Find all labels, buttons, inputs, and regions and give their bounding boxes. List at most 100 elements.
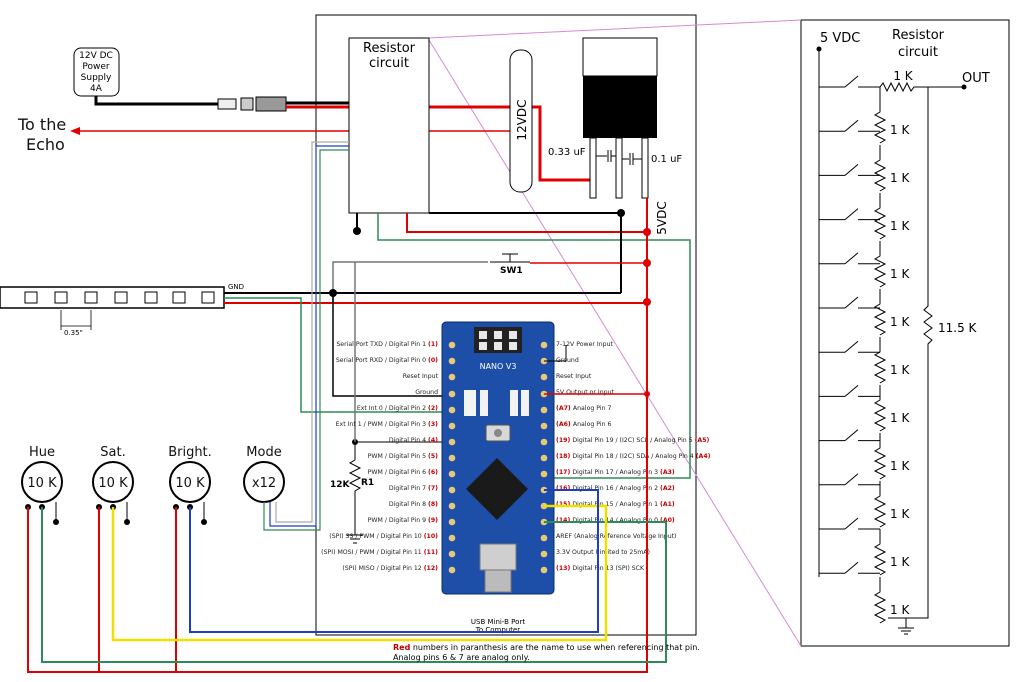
left-pin-label: Ext Int 1 / PWM / Digital Pin 3 (3) [336,421,439,428]
r1-zigzag [348,459,362,535]
junction [644,391,650,397]
pin-pad [448,373,456,381]
left-pin-label: Ground [415,389,438,396]
pin-tail: (A4) [696,453,711,460]
regulator-pin-gnd [615,137,623,199]
pot-bright-title: Bright. [168,445,212,460]
right-pin-label: (13) Digital Pin 13 (SPI) SCK [556,565,645,572]
power-supply-line4: 4A [90,84,103,94]
pin-text: Digital Pin 8 [389,501,428,508]
echo-arrow [70,127,80,135]
ladder: 1 K1 K1 K1 K1 K1 K1 K1 K1 K1 K1 K [819,75,910,625]
left-pin-label: Digital Pin 7 (7) [389,485,438,492]
right-pin-label: 5V Output or Input [556,389,614,396]
pin-text: Digital Pin 13 [572,565,615,572]
wire-mode-1 [263,149,349,531]
ladder-resistor [873,108,887,144]
resistor-title-2: circuit [369,56,409,71]
pin-number: (11) [424,549,438,556]
detail-title-1: Resistor [892,28,945,43]
board-name: NANO V3 [480,362,517,371]
pin-tail: (A3) [660,469,675,476]
pin-text: PWM / Digital Pin 9 [368,517,428,524]
pin-pad [448,566,456,574]
pin-pad [448,470,456,478]
reset-button-knob [494,429,502,437]
detail-panel [800,19,1010,647]
strip-spacing-label: 0.35" [64,329,83,337]
ladder-resistor-label: 1 K [890,363,910,377]
right-pin-label: Reset Input [556,373,592,380]
led-strip-leds [24,291,215,304]
pin-text: PWM / Digital Pin 5 [368,453,428,460]
regulator-pin-in [589,137,597,199]
ladder-resistor [873,204,887,240]
pin-text: Digital Pin 16 / Analog Pin 2 [572,485,660,492]
wire-resistor-5v [406,213,647,233]
led-pixel [54,291,68,304]
pin-text: Digital Pin 14 / Analog Pin 0 [572,517,660,524]
right-pin-label: 7-12V Power Input [556,341,614,348]
strip-gnd-label: GND [228,283,244,291]
pin-pad [448,422,456,430]
right-pin-label: (15) Digital Pin 15 / Analog Pin 1 (A1) [556,501,675,508]
series-resistor-label: 1 K [893,69,913,83]
junction [353,227,361,235]
junction [617,209,625,217]
ladder-resistor [873,588,887,624]
pin-text: Ext Int 1 / PWM / Digital Pin 3 [336,421,428,428]
ladder-resistor [873,348,887,384]
pin-pad [540,406,548,414]
pin-number: (A7) [556,405,573,412]
ladder-resistor [873,156,887,192]
cap2-label: 0.1 uF [651,154,682,165]
icsp-pin [509,342,517,350]
pin-pad [540,341,548,349]
right-pin-label: (16) Digital Pin 16 / Analog Pin 2 (A2) [556,485,675,492]
pin-number: (1) [428,341,438,348]
wire-mode-2 [269,145,349,527]
psu-cable [94,96,218,106]
pot-legs [25,504,207,525]
regulator-pin-out [641,137,649,199]
barrel-jack [240,97,254,111]
pin-number: (13) [556,565,572,572]
switch-contact [844,561,859,574]
pin-text: Serial Port TXD / Digital Pin 1 [336,341,428,348]
pin-number: (12) [424,565,438,572]
wire-gnd-right [544,345,567,362]
ladder-resistor-label: 1 K [890,507,910,521]
pin-pad [448,438,456,446]
left-pin-label: Serial Port RXD / Digital Pin 0 (0) [336,357,438,364]
pin-text: Analog Pin 7 [573,405,612,412]
left-pin-label: Serial Port TXD / Digital Pin 1 (1) [336,341,438,348]
pin-text: Analog Pin 6 [573,421,612,428]
pot-hue-value: 10 K [27,476,57,491]
right-pin-label: Ground [556,357,579,364]
pin-pad [540,373,548,381]
pin-pad [448,518,456,526]
wire-switch-in [332,261,488,302]
led-pixel [114,291,128,304]
pin-number: (6) [428,469,438,476]
led-pixel [201,291,215,304]
switch-contact [844,473,859,486]
pin-text: Digital Pin 17 / Analog Pin 3 [572,469,660,476]
right-pin-label: AREF (Analog Reference Voltage Input) [556,533,676,540]
pin-text: (SPI) SS / PWM / Digital Pin 10 [329,533,423,540]
left-pin-label: Digital Pin 4 (4) [389,437,438,444]
footnote-line1: Red numbers in paranthesis are the name … [393,643,700,652]
pin-text: Digital Pin 18 / (I2C) SDA / Analog Pin … [572,453,695,460]
pin-pad [448,550,456,558]
left-pin-label: PWM / Digital Pin 5 (5) [368,453,438,460]
pin-pad [448,341,456,349]
pin-pad [540,566,548,574]
pin-number: (15) [556,501,572,508]
led-pixel [84,291,98,304]
pin-text: Reset Input [556,373,592,380]
pin-text: Reset Input [403,373,439,380]
pot-sat [92,461,134,503]
pot-bright-value: 10 K [175,476,205,491]
pin-tail: (A2) [660,485,675,492]
